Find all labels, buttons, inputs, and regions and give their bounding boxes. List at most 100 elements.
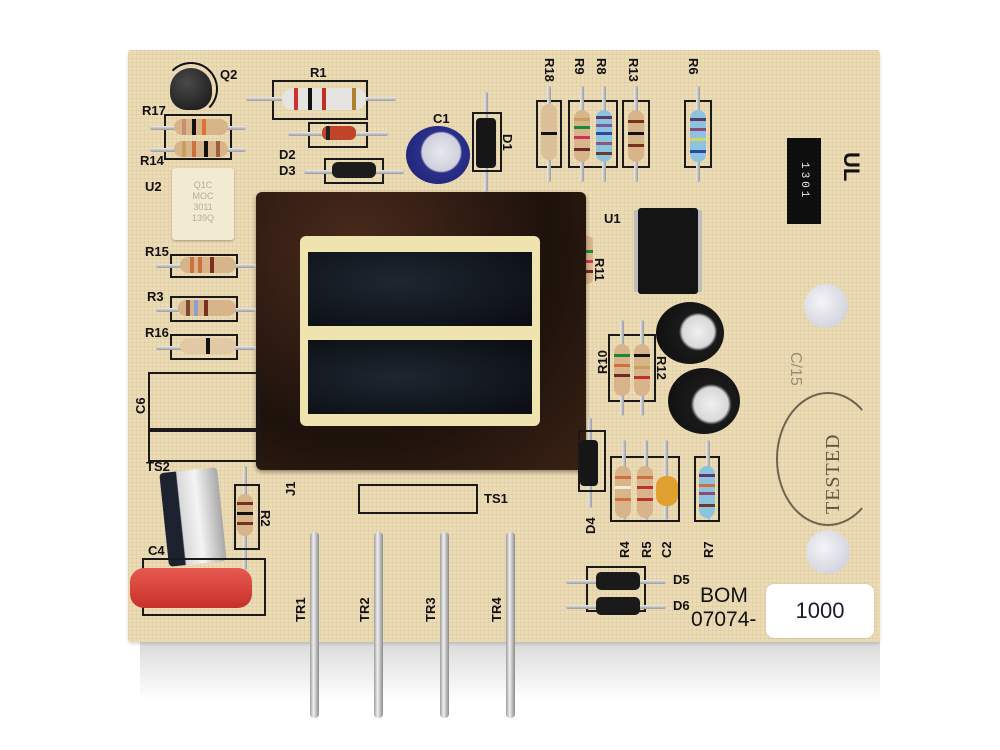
label-u2: U2 xyxy=(145,179,162,194)
r9-r8-outline xyxy=(568,100,618,168)
bom-part-prefix: 07074- xyxy=(691,608,757,631)
label-r2: R2 xyxy=(258,510,273,527)
label-j1: J1 xyxy=(283,481,298,496)
label-d3: D3 xyxy=(279,163,296,178)
label-d4: D4 xyxy=(583,517,598,534)
resistor-r8 xyxy=(596,110,612,162)
d4-outline xyxy=(578,430,606,492)
resistor-r17 xyxy=(174,119,228,135)
resistor-r7 xyxy=(699,466,715,518)
diode-d2 xyxy=(322,126,356,140)
resistor-r9 xyxy=(574,110,590,162)
resistor-r16 xyxy=(180,338,236,354)
label-c4: C4 xyxy=(148,543,165,558)
label-tr4: TR4 xyxy=(489,597,504,622)
label-r9: R9 xyxy=(572,58,587,75)
label-r1: R1 xyxy=(310,65,327,80)
r10-r12-outline xyxy=(608,334,656,402)
q2-outline xyxy=(164,62,218,116)
terminal-pin-tr1[interactable] xyxy=(310,532,319,718)
label-c6: C6 xyxy=(133,397,148,414)
bom-sticker: 1000 xyxy=(766,584,874,638)
u2-marking-4: 139Q xyxy=(191,213,215,223)
ic-u1 xyxy=(638,208,698,294)
label-tr2: TR2 xyxy=(357,597,372,622)
resistor-r1 xyxy=(282,88,366,110)
label-r4: R4 xyxy=(617,541,632,558)
resistor-r4 xyxy=(615,466,631,518)
diode-d5 xyxy=(596,572,640,590)
label-r5: R5 xyxy=(639,541,654,558)
capacitor-electrolytic-1 xyxy=(656,302,724,364)
terminal-pin-tr3[interactable] xyxy=(440,532,449,718)
stamp-mark: C/15 xyxy=(786,352,804,386)
resistor-r5 xyxy=(637,466,653,518)
terminal-pin-tr2[interactable] xyxy=(374,532,383,718)
terminal-pin-tr4[interactable] xyxy=(506,532,515,718)
stamp-text: TESTED xyxy=(822,433,844,514)
c6-outline xyxy=(148,372,260,430)
label-u1: U1 xyxy=(604,211,621,226)
label-ts2: TS2 xyxy=(146,459,170,474)
label-r16: R16 xyxy=(145,325,169,340)
label-r3: R3 xyxy=(147,289,164,304)
resistor-r10 xyxy=(614,344,630,396)
label-r12: R12 xyxy=(654,356,669,380)
transformer-winding-bottom xyxy=(308,340,532,414)
capacitor-electrolytic-2 xyxy=(668,368,740,434)
date-code-text: 1301 xyxy=(798,161,810,201)
ul-mark: UL xyxy=(836,152,864,186)
label-r7: R7 xyxy=(701,541,716,558)
d1-outline xyxy=(472,112,502,172)
transformer-winding-top xyxy=(308,252,532,326)
r2-outline xyxy=(234,484,260,550)
c6-outline-lower xyxy=(148,430,260,462)
label-r18: R18 xyxy=(542,58,557,82)
label-r15: R15 xyxy=(145,244,169,259)
bom-sticker-number: 1000 xyxy=(795,598,845,623)
capacitor-c1 xyxy=(406,126,470,184)
diode-d6 xyxy=(596,597,640,615)
label-r13: R13 xyxy=(626,58,641,82)
resistor-r3 xyxy=(178,300,236,316)
label-r6: R6 xyxy=(686,58,701,75)
label-r11: R11 xyxy=(592,258,607,282)
resistor-r6 xyxy=(690,110,706,162)
thermostat-ts2 xyxy=(159,467,227,567)
label-d5: D5 xyxy=(673,572,690,587)
capacitor-c2 xyxy=(656,476,678,506)
resistor-r12 xyxy=(634,344,650,396)
label-c1: C1 xyxy=(433,111,450,126)
label-r14: R14 xyxy=(140,153,164,168)
r17-r14-outline xyxy=(164,114,232,160)
capacitor-c4 xyxy=(130,568,252,608)
label-tr3: TR3 xyxy=(423,597,438,622)
label-q2: Q2 xyxy=(220,67,238,82)
label-ts1: TS1 xyxy=(484,491,508,506)
tested-stamp xyxy=(776,392,880,526)
label-d6: D6 xyxy=(673,598,690,613)
ul-text: UL xyxy=(839,152,864,182)
u2-marking-2: MOC xyxy=(192,191,214,201)
resistor-r13 xyxy=(628,110,644,162)
label-d1: D1 xyxy=(500,134,515,151)
date-code-block: 1301 xyxy=(787,138,821,224)
resistor-r14 xyxy=(174,141,228,157)
resistor-r15 xyxy=(180,257,236,273)
diode-d1 xyxy=(476,118,496,168)
stamp-mark-text: C/15 xyxy=(787,352,804,386)
label-r8: R8 xyxy=(594,58,609,75)
diode-d3 xyxy=(332,162,376,178)
u2-marking-3: 3011 xyxy=(193,202,213,212)
diode-d4 xyxy=(580,440,598,486)
label-d2: D2 xyxy=(279,147,296,162)
resistor-r2 xyxy=(237,494,253,536)
resistor-r11 xyxy=(583,236,593,284)
label-c2: C2 xyxy=(659,541,674,558)
mounting-hole-bottom xyxy=(806,530,850,574)
optocoupler-u2: Q1C MOC 3011 139Q xyxy=(172,168,234,240)
label-tr1: TR1 xyxy=(293,597,308,622)
bom-label: BOM xyxy=(700,584,748,607)
label-r17: R17 xyxy=(142,103,166,118)
ts1-outline xyxy=(358,484,478,514)
